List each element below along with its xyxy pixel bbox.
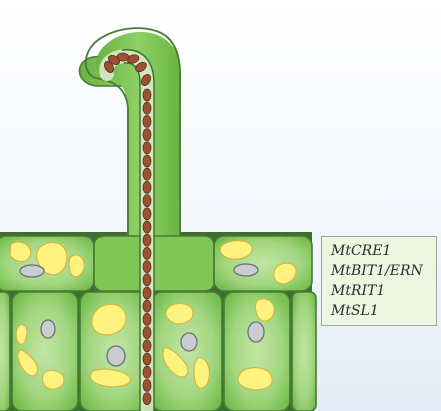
bacterium xyxy=(142,167,152,181)
vacuole xyxy=(254,298,275,322)
bacterium xyxy=(142,392,152,406)
nucleus xyxy=(19,264,45,278)
bacterium xyxy=(142,207,152,221)
bacterium xyxy=(142,180,152,194)
bacterium xyxy=(142,326,152,340)
legend-item-mtrit1: MtRIT1 xyxy=(331,283,386,299)
nucleus xyxy=(233,263,259,277)
gene-legend: MtCRE1 MtBIT1/ERN MtRIT1 MtSL1 xyxy=(321,236,437,326)
root-hair-tip xyxy=(95,31,181,239)
root-hair-outline xyxy=(84,27,182,238)
bacterium xyxy=(142,352,152,366)
bacterium xyxy=(108,55,120,65)
bacterium xyxy=(126,54,140,64)
cortical-cell xyxy=(0,291,11,411)
vacuole xyxy=(165,302,194,325)
vacuole xyxy=(68,254,85,278)
vacuole xyxy=(91,303,127,336)
vacuole xyxy=(15,324,28,346)
vacuole xyxy=(17,349,39,377)
vacuole xyxy=(41,369,65,390)
bacterium xyxy=(142,365,152,379)
vacuole xyxy=(273,262,297,285)
bacterium xyxy=(142,312,152,326)
legend-item-mtcre1: MtCRE1 xyxy=(331,243,392,259)
bacterium xyxy=(116,52,130,62)
bacterium xyxy=(142,194,152,208)
vacuole xyxy=(89,368,131,388)
nucleus xyxy=(106,345,126,367)
vacuole xyxy=(219,240,253,260)
bacterium xyxy=(142,154,152,168)
nucleus xyxy=(247,321,265,343)
bacterium xyxy=(142,299,152,313)
bacterium xyxy=(104,61,114,73)
bacterium xyxy=(141,74,151,86)
bacterium xyxy=(142,141,152,155)
bacterium xyxy=(142,101,152,115)
vacuole xyxy=(193,357,210,389)
vacuole xyxy=(162,347,189,378)
cortical-cell xyxy=(291,291,317,411)
bacterium xyxy=(142,339,152,353)
bacterium xyxy=(142,220,152,234)
vacuole xyxy=(36,241,68,276)
bacterium xyxy=(142,246,152,260)
bacterium xyxy=(142,233,152,247)
bacterium xyxy=(142,273,152,287)
legend-item-mtbit1-ern: MtBIT1/ERN xyxy=(331,263,423,279)
bacterium xyxy=(142,88,152,102)
nucleus xyxy=(40,319,56,339)
bacterium xyxy=(142,260,152,274)
bacterium xyxy=(142,286,152,300)
vacuole xyxy=(9,241,32,263)
infection-thread-wall-right xyxy=(121,49,155,411)
bacterium xyxy=(142,378,152,392)
legend-item-mtsl1: MtSL1 xyxy=(331,303,379,319)
bacterium xyxy=(142,115,152,128)
bacterium xyxy=(135,61,147,73)
vacuole xyxy=(237,367,273,391)
nucleus xyxy=(180,332,198,352)
bacterium xyxy=(142,128,152,142)
